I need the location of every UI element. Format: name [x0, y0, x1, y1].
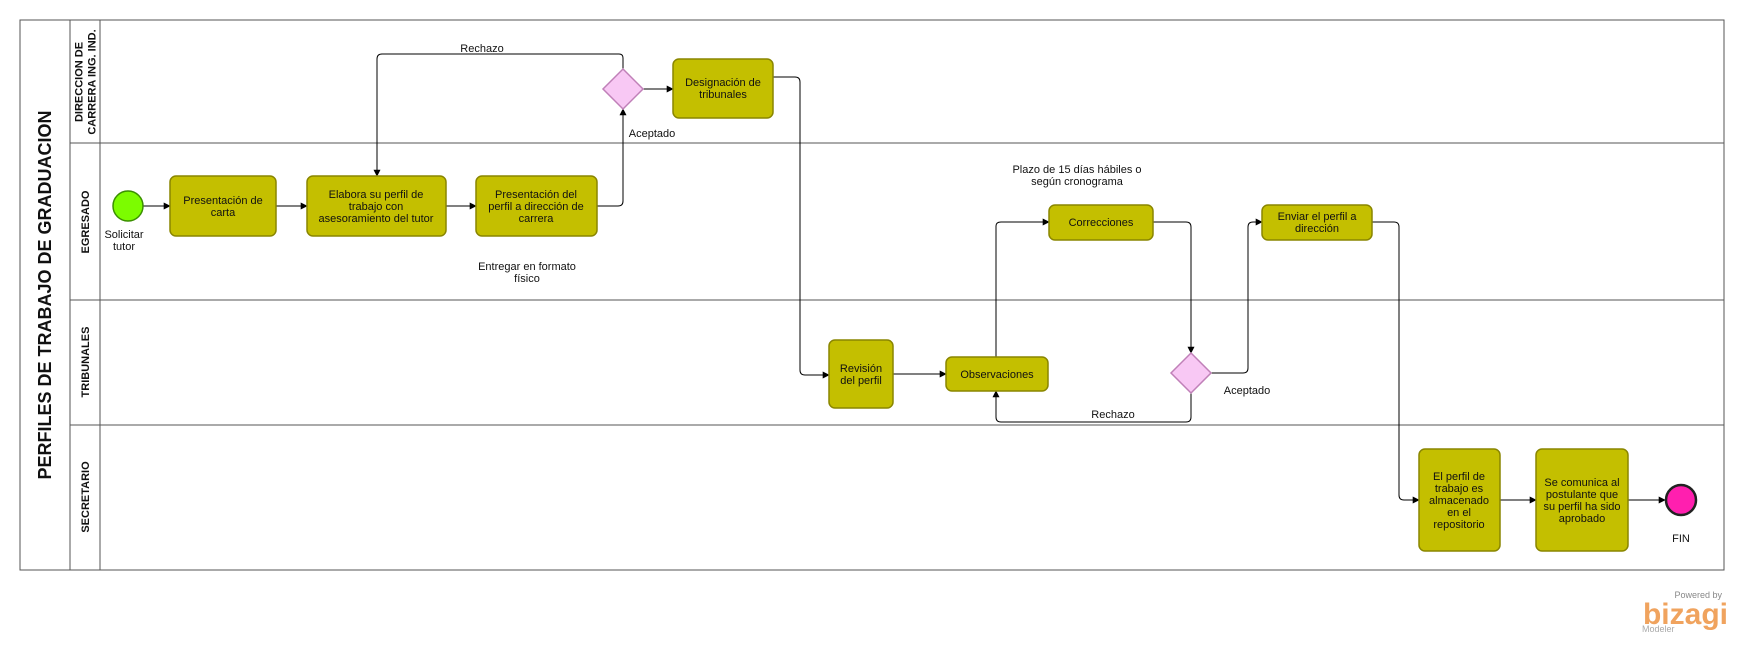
flow-t6-t7	[995, 218, 1050, 357]
flow-t4-t5	[773, 76, 830, 379]
bizagi-logo: Powered by bizagi Modeler	[1642, 590, 1728, 634]
flow-gw2-t6-rechazo	[992, 390, 1192, 423]
lane-title-secretario: SECRETARIO	[80, 461, 92, 533]
bizagi-wordmark: bizagi	[1643, 598, 1728, 631]
label-rechazo-tribunales: Rechazo	[1091, 409, 1134, 421]
flow-gw1-t2-rechazo	[373, 53, 624, 177]
start-event	[112, 190, 144, 222]
lane-titles: DIRECCION DECARRERA ING. IND. EGRESADO T…	[74, 29, 99, 532]
label-aceptado-tribunales: Aceptado	[1224, 385, 1270, 397]
label-aceptado-direccion: Aceptado	[629, 128, 675, 140]
connectors	[143, 53, 1666, 504]
flow-gw2-t8	[1211, 218, 1263, 374]
svg-text:Correcciones: Correcciones	[1069, 217, 1134, 229]
pool: PERFILES DE TRABAJO DE GRADUACION	[19, 19, 1725, 571]
end-event-label: FIN	[1672, 533, 1690, 545]
flow-t3-gw1	[597, 108, 627, 207]
pool-title: PERFILES DE TRABAJO DE GRADUACION	[35, 110, 55, 479]
svg-text:Observaciones: Observaciones	[960, 369, 1034, 381]
label-rechazo-direccion: Rechazo	[460, 43, 503, 55]
flow-t7-gw2	[1153, 221, 1195, 354]
svg-text:Modeler: Modeler	[1642, 624, 1675, 634]
task-correcciones: Correcciones	[1048, 204, 1154, 241]
lane-title-direccion: DIRECCION DECARRERA ING. IND.	[74, 29, 99, 134]
lane-title-egresado: EGRESADO	[80, 190, 92, 253]
gateway-tribunales	[1169, 351, 1213, 395]
lane-title-tribunales: TRIBUNALES	[80, 327, 92, 398]
task-observaciones: Observaciones	[945, 356, 1049, 392]
end-event	[1664, 483, 1698, 517]
svg-text:Powered by: Powered by	[1674, 590, 1722, 600]
flow-t8-t9	[1372, 221, 1420, 504]
gateway-direccion	[601, 67, 645, 111]
